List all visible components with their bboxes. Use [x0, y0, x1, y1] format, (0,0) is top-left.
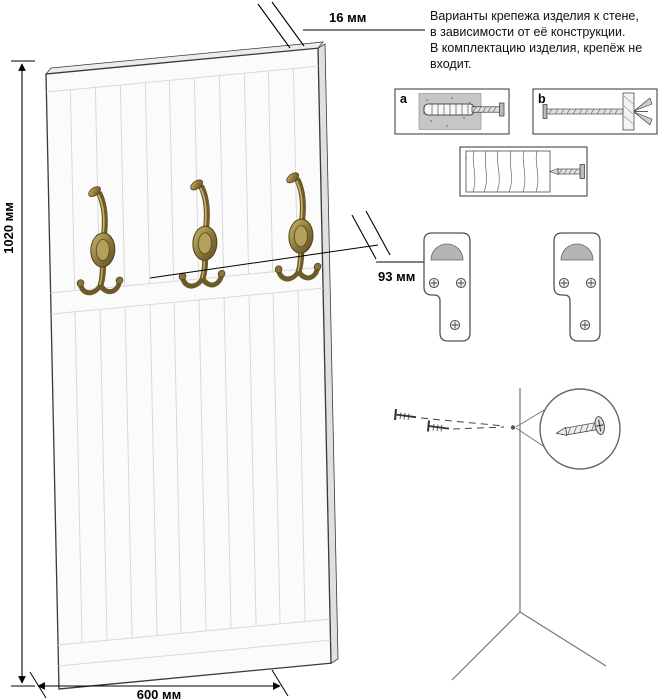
dimension-height: 1020 мм	[1, 60, 35, 687]
mounting-plate-left	[423, 232, 471, 342]
panel-lower-plank-grooves	[74, 290, 306, 643]
magnified-screw-icon	[555, 416, 605, 436]
note-line-2: в зависимости от её конструкции.	[430, 25, 625, 39]
option-a-label: a	[400, 92, 408, 106]
wall-hatch	[623, 95, 634, 125]
screw-path-dashed-2	[452, 426, 505, 430]
height-label: 1020 мм	[1, 202, 16, 254]
wall-plug-dowel	[423, 103, 475, 116]
wall-corner-lines	[451, 388, 607, 681]
hollow-wall-section	[622, 92, 635, 131]
note-text: Варианты крепежа изделия к стене, в зави…	[430, 9, 642, 71]
flying-screw-1	[394, 408, 417, 421]
corner-illustration	[394, 388, 621, 681]
dimension-hook-line: 93 мм	[149, 210, 432, 284]
dimension-width: 600 мм	[29, 669, 289, 700]
hook-line-tick-marks	[351, 210, 391, 260]
screw-path-dashed-1	[420, 417, 505, 427]
fastener-option-b: b	[532, 88, 658, 135]
flying-screw-2	[427, 420, 450, 432]
width-label: 600 мм	[137, 687, 182, 700]
panel-drawing	[45, 41, 339, 690]
hook-reference-line	[149, 244, 379, 279]
wall-anchor-point	[510, 425, 516, 430]
toggle-anchor-wings	[633, 97, 653, 126]
option-b-label: b	[538, 92, 546, 106]
dowel-ribs	[431, 104, 469, 115]
note-line-1: Варианты крепежа изделия к стене,	[430, 9, 639, 23]
height-extension-ticks	[11, 60, 35, 687]
hook-line-label: 93 мм	[378, 269, 415, 284]
fastener-option-a: a	[394, 88, 510, 135]
wood-grain	[472, 150, 539, 193]
thickness-tick-marks	[257, 1, 305, 49]
note-line-3: В комплектацию изделия, крепёж не	[430, 41, 642, 55]
panel-horizontal-grooves	[46, 65, 331, 667]
fastener-option-c: c	[459, 146, 588, 197]
mounting-plate-right	[553, 232, 601, 342]
panel-board	[45, 47, 332, 690]
panel-face	[45, 47, 332, 690]
screw-icon-a	[471, 102, 505, 117]
dimension-thickness: 16 мм	[257, 1, 425, 49]
note-line-4: входит.	[430, 57, 472, 71]
screw-icon-c	[549, 164, 585, 179]
thickness-label: 16 мм	[329, 10, 366, 25]
